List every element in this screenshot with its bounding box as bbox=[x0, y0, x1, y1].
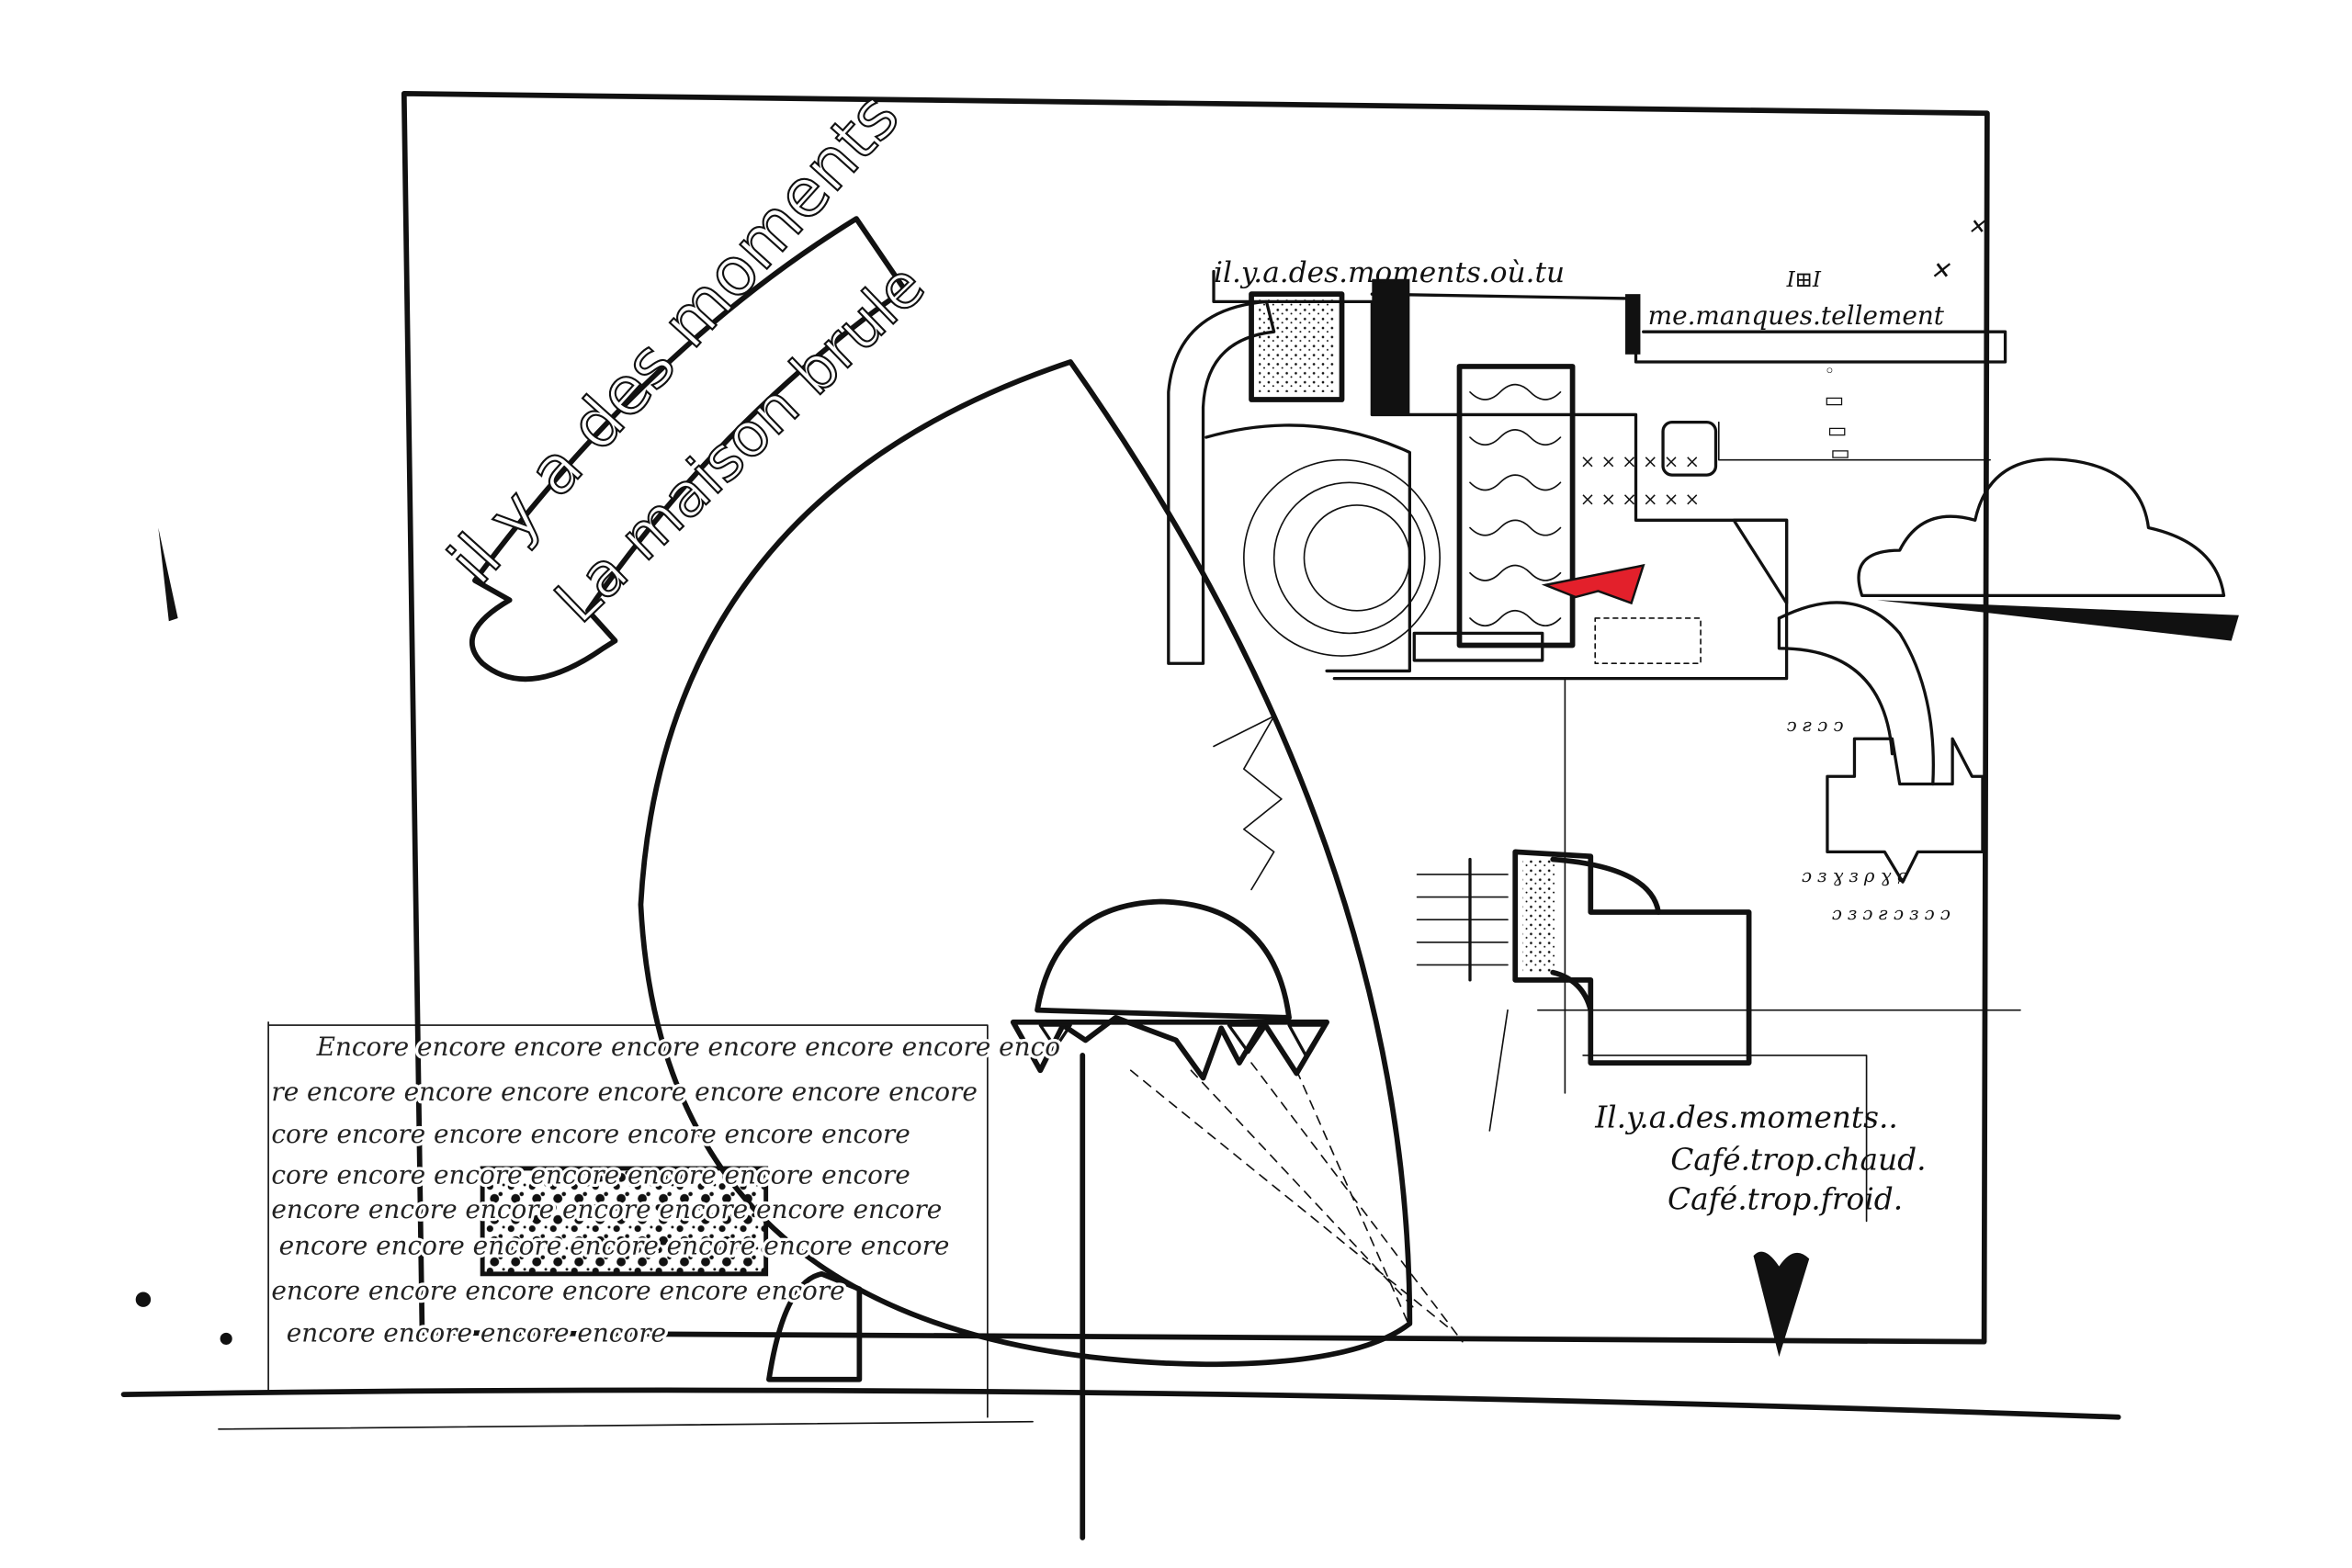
encore-line: encore encore encore encore encore encor… bbox=[279, 1231, 950, 1261]
ink-dot bbox=[220, 1332, 232, 1345]
encore-line: Encore encore encore encore encore encor… bbox=[316, 1032, 1060, 1062]
top-caption-line2: me.manques.tellement bbox=[1648, 300, 1945, 331]
top-caption-line1: il.y.a.des.moments.où.tu bbox=[1214, 256, 1565, 289]
main-frame bbox=[401, 91, 1990, 1345]
svg-text:✕: ✕ bbox=[1930, 258, 1951, 286]
svg-text:× × × × × ×: × × × × × × bbox=[1580, 451, 1700, 472]
encore-block: Encore encore encore encore encore encor… bbox=[268, 1029, 1063, 1351]
encore-line: core encore encore encore encore encore … bbox=[271, 1159, 910, 1190]
encore-line: re encore encore encore encore encore en… bbox=[271, 1077, 978, 1107]
bottom-caption-line2: Café.trop.chaud. bbox=[1670, 1143, 1926, 1178]
bottom-caption-line1: Il.y.a.des.moments.. bbox=[1594, 1100, 1898, 1135]
encore-line: encore encore encore encore encore encor… bbox=[271, 1194, 942, 1224]
svg-text:✕: ✕ bbox=[1968, 216, 1986, 240]
svg-text:× × × × × ×: × × × × × × bbox=[1580, 489, 1700, 510]
svg-text:◦: ◦ bbox=[1825, 360, 1836, 381]
ink-stroke bbox=[158, 527, 178, 622]
svg-text:I⊞I: I⊞I bbox=[1786, 268, 1822, 292]
encore-line: encore encore encore encore encore encor… bbox=[271, 1276, 844, 1306]
ink-dot bbox=[135, 1292, 152, 1307]
svg-text:▭: ▭ bbox=[1830, 442, 1850, 466]
svg-text:ↄ ƨ ɔ ↄ: ↄ ƨ ɔ ↄ bbox=[1787, 715, 1844, 736]
encore-line: core encore encore encore encore encore … bbox=[271, 1119, 910, 1149]
bottom-caption-line3: Café.trop.froid. bbox=[1668, 1181, 1903, 1216]
red-flag bbox=[1541, 563, 1645, 605]
lower-right-boxes bbox=[1416, 849, 1868, 1223]
machine-block: × × × × × × × × × × × × ↄ ƨ ɔ ↄ ɔ ɜ ɣ ɜ … bbox=[1167, 216, 2021, 1094]
svg-text:▭: ▭ bbox=[1827, 419, 1848, 443]
dome bbox=[1010, 898, 1464, 1540]
black-heart-mark bbox=[1753, 1251, 1810, 1358]
banner: il y a des moments La maison brule bbox=[434, 77, 939, 682]
encore-line: encore encore encore encore bbox=[287, 1318, 666, 1348]
svg-text:ɔ ɜ ɣ ɜ ρ ɣ ɕ: ɔ ɜ ɣ ɜ ρ ɣ ɕ bbox=[1802, 865, 1907, 886]
svg-text:▭: ▭ bbox=[1825, 389, 1845, 412]
encore-block-shapes bbox=[267, 1021, 989, 1418]
ground-line bbox=[120, 1387, 2121, 1420]
svg-text:ɔ ɜ ɔ ƨ ɔ ɜ ɔ ɔ: ɔ ɜ ɔ ƨ ɔ ɜ ɔ ɔ bbox=[1832, 903, 1951, 924]
big-sector-shape bbox=[638, 359, 1413, 1368]
cloud bbox=[1857, 457, 2239, 641]
ink-splatter-box bbox=[480, 1166, 769, 1277]
zigzag-scribble bbox=[1213, 715, 1283, 891]
lower-guide-line bbox=[218, 1420, 1034, 1430]
